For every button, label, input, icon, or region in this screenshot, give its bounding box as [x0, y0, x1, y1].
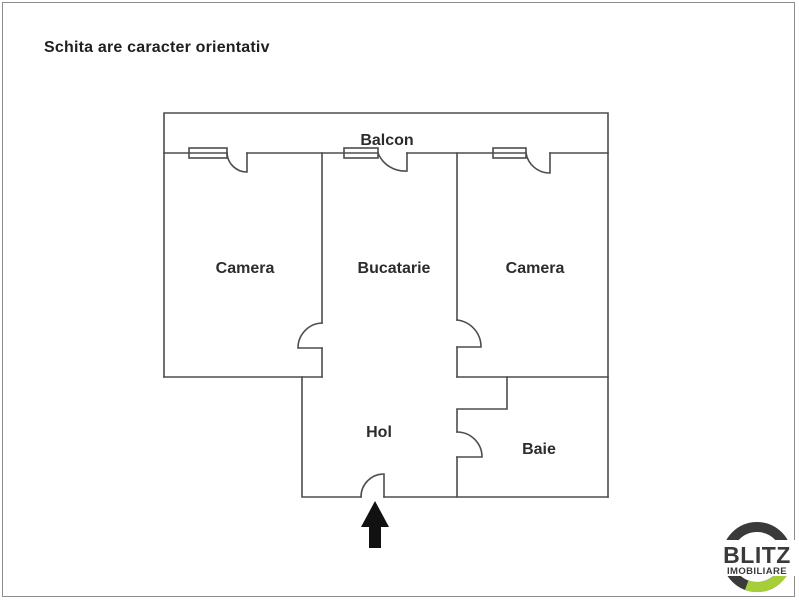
logo-text-blitz: BLITZ — [723, 542, 791, 568]
room-label-camera-right: Camera — [506, 260, 565, 277]
outer-walls — [163, 112, 609, 498]
entrance-arrow-icon — [361, 501, 389, 548]
room-label-baie: Baie — [522, 441, 556, 458]
wall-hol — [301, 376, 609, 498]
window-glyph-right — [492, 147, 527, 159]
room-label-balcon: Balcon — [360, 132, 413, 149]
door-glyph-balcony-left — [226, 152, 248, 173]
blitz-imobiliare-logo: BLITZ IMOBILIARE — [718, 522, 798, 592]
door-glyph-balcony-right — [525, 152, 551, 174]
logo-text-band — [718, 540, 798, 576]
room-label-hol: Hol — [366, 424, 392, 441]
door-glyph-camera-right — [456, 319, 482, 348]
logo-text-imobiliare: IMOBILIARE — [727, 566, 787, 577]
door-glyph-entrance — [360, 473, 385, 498]
room-label-camera-left: Camera — [216, 260, 275, 277]
door-glyph-camera-left — [297, 322, 323, 349]
window-glyph-middle — [343, 147, 379, 159]
disclaimer-title: Schita are caracter orientativ — [44, 39, 270, 56]
room-label-bucatarie: Bucatarie — [358, 260, 431, 277]
wall-baie — [456, 376, 508, 498]
door-glyph-balcony-middle — [376, 151, 408, 172]
window-glyph-left — [188, 147, 228, 159]
door-glyph-baie — [456, 431, 483, 458]
walls — [163, 112, 609, 498]
